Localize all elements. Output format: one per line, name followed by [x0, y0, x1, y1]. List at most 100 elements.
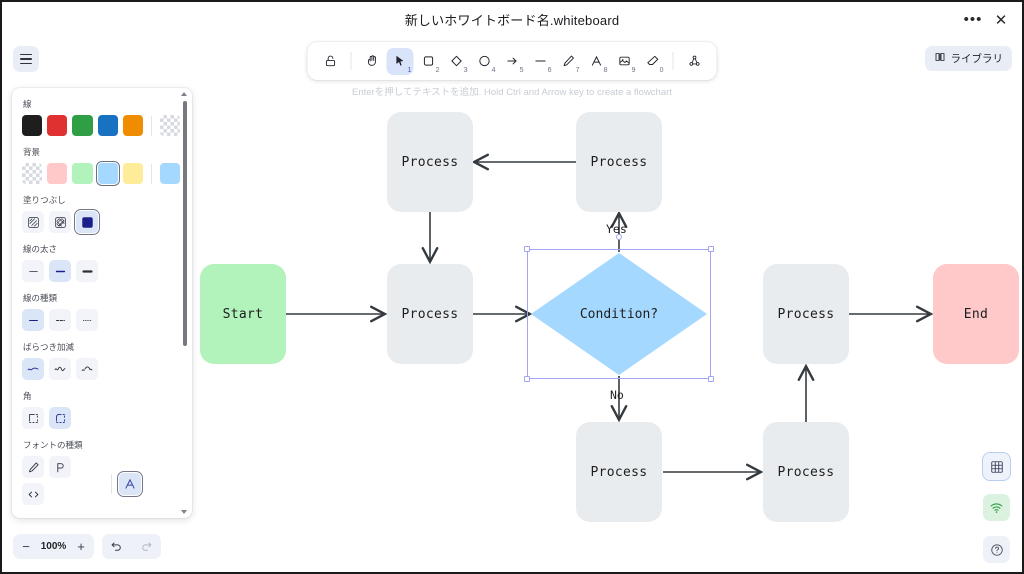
zoom-control: − 100% +: [13, 534, 94, 559]
section-fill: 塗りつぶし: [22, 194, 180, 236]
drawing-canvas[interactable]: Start Process Process Process Condition?…: [2, 36, 1024, 574]
line-shortcut: 6: [547, 66, 552, 74]
extra-bold-stroke-icon[interactable]: [76, 260, 98, 282]
node-process-top-1[interactable]: Process: [387, 112, 473, 212]
rectangle-icon[interactable]: 2: [415, 48, 442, 75]
selection-icon[interactable]: 1: [386, 47, 414, 75]
node-process-top-2[interactable]: Process: [576, 112, 662, 212]
ellipse-icon[interactable]: 4: [471, 48, 498, 75]
section-stroke: 線: [22, 98, 180, 136]
toolbar-divider-2: [672, 52, 674, 70]
image-icon[interactable]: 9: [611, 48, 638, 75]
architect-icon[interactable]: [22, 358, 44, 380]
selection-shortcut: 1: [407, 66, 412, 74]
node-process-bottom-2[interactable]: Process: [763, 422, 849, 522]
text-icon[interactable]: 8: [583, 48, 610, 75]
diamond-icon[interactable]: 3: [443, 48, 470, 75]
flowchart-edges: [286, 36, 1024, 574]
artist-icon[interactable]: [49, 358, 71, 380]
selection-rotate-handle[interactable]: [616, 234, 622, 240]
help-icon[interactable]: [983, 536, 1010, 563]
draw-icon[interactable]: 7: [555, 48, 582, 75]
stroke-swatch-4[interactable]: [97, 115, 118, 136]
close-icon[interactable]: ✕: [994, 12, 1008, 29]
background-divider: [150, 163, 152, 184]
background-swatch-3[interactable]: [72, 163, 93, 184]
line-icon[interactable]: 6: [527, 48, 554, 75]
section-label-font-family: フォントの種類: [23, 440, 83, 450]
node-process-bottom-1[interactable]: Process: [576, 422, 662, 522]
font-panel-divider: [111, 474, 112, 494]
section-label-fill: 塗りつぶし: [23, 195, 66, 205]
node-end[interactable]: End: [933, 264, 1019, 364]
sharp-corner-icon[interactable]: [22, 407, 44, 429]
section-edges: 角: [22, 390, 180, 429]
background-swatch-1[interactable]: [22, 163, 43, 184]
stroke-current-color[interactable]: [159, 115, 180, 136]
dotted-line-icon[interactable]: [76, 309, 98, 331]
background-swatch-2[interactable]: [47, 163, 68, 184]
grid-icon[interactable]: [982, 452, 1011, 481]
edge-label-yes[interactable]: Yes: [606, 222, 627, 236]
background-swatch-4[interactable]: [95, 160, 121, 187]
node-start[interactable]: Start: [200, 264, 286, 364]
selection-handle-br[interactable]: [708, 376, 714, 382]
hand-icon[interactable]: [359, 48, 386, 75]
stroke-swatch-3[interactable]: [72, 115, 93, 136]
edge-label-no[interactable]: No: [610, 388, 624, 402]
zoom-in-button[interactable]: +: [77, 539, 85, 554]
scroll-down-icon[interactable]: [181, 510, 187, 514]
stroke-swatch-5[interactable]: [122, 115, 143, 136]
stroke-swatch-1[interactable]: [22, 115, 43, 136]
library-button[interactable]: ライブラリ: [924, 46, 1012, 71]
page-title: 新しいホワイトボード名.whiteboard: [404, 13, 620, 28]
solid-icon[interactable]: [73, 208, 101, 236]
eraser-icon[interactable]: 0: [639, 48, 666, 75]
background-swatch-5[interactable]: [122, 163, 143, 184]
book-icon: [934, 51, 946, 66]
selection-handle-tr[interactable]: [708, 246, 714, 252]
menu-icon[interactable]: [13, 46, 39, 72]
zoom-out-button[interactable]: −: [22, 539, 30, 554]
cartoonist-icon[interactable]: [76, 358, 98, 380]
selection-handle-tl[interactable]: [524, 246, 530, 252]
selection-handle-bl[interactable]: [524, 376, 530, 382]
bold-stroke-icon[interactable]: [49, 260, 71, 282]
hachure-icon[interactable]: [22, 211, 44, 233]
node-process-right-1[interactable]: Process: [763, 264, 849, 364]
solid-line-icon[interactable]: [22, 309, 44, 331]
normal-font-icon[interactable]: [49, 456, 71, 478]
zoom-value[interactable]: 100%: [40, 541, 67, 552]
node-process-mid-1[interactable]: Process: [387, 264, 473, 364]
undo-icon[interactable]: [102, 534, 132, 559]
more-fonts-icon[interactable]: [116, 470, 144, 498]
lock-icon[interactable]: [317, 48, 344, 75]
thin-stroke-icon[interactable]: [22, 260, 44, 282]
round-corner-icon[interactable]: [49, 407, 71, 429]
live-collaboration-icon[interactable]: [983, 494, 1010, 521]
menu-bar-2: [20, 58, 32, 60]
hand-drawn-font-icon[interactable]: [22, 456, 44, 478]
stroke-swatch-2[interactable]: [47, 115, 68, 136]
background-current-color[interactable]: [159, 163, 180, 184]
node-condition[interactable]: Condition?: [530, 252, 708, 376]
shapes-icon[interactable]: [681, 48, 708, 75]
redo-icon[interactable]: [132, 534, 162, 559]
scroll-thumb[interactable]: [182, 101, 187, 346]
menu-bar-1: [20, 53, 32, 56]
section-label-stroke: 線: [23, 99, 32, 109]
section-label-edges: 角: [23, 391, 32, 401]
draw-shortcut: 7: [575, 66, 580, 74]
cross-hatch-icon[interactable]: [49, 211, 71, 233]
rectangle-shortcut: 2: [435, 66, 440, 74]
dashed-line-icon[interactable]: [49, 309, 71, 331]
ellipse-shortcut: 4: [491, 66, 496, 74]
window-more-button[interactable]: •••: [963, 11, 983, 28]
code-font-icon[interactable]: [22, 483, 44, 505]
eraser-shortcut: 0: [659, 66, 664, 74]
panel-scrollbar[interactable]: [180, 92, 189, 514]
arrow-icon[interactable]: 5: [499, 48, 526, 75]
scroll-up-icon[interactable]: [181, 92, 187, 96]
section-background: 背景: [22, 146, 180, 187]
